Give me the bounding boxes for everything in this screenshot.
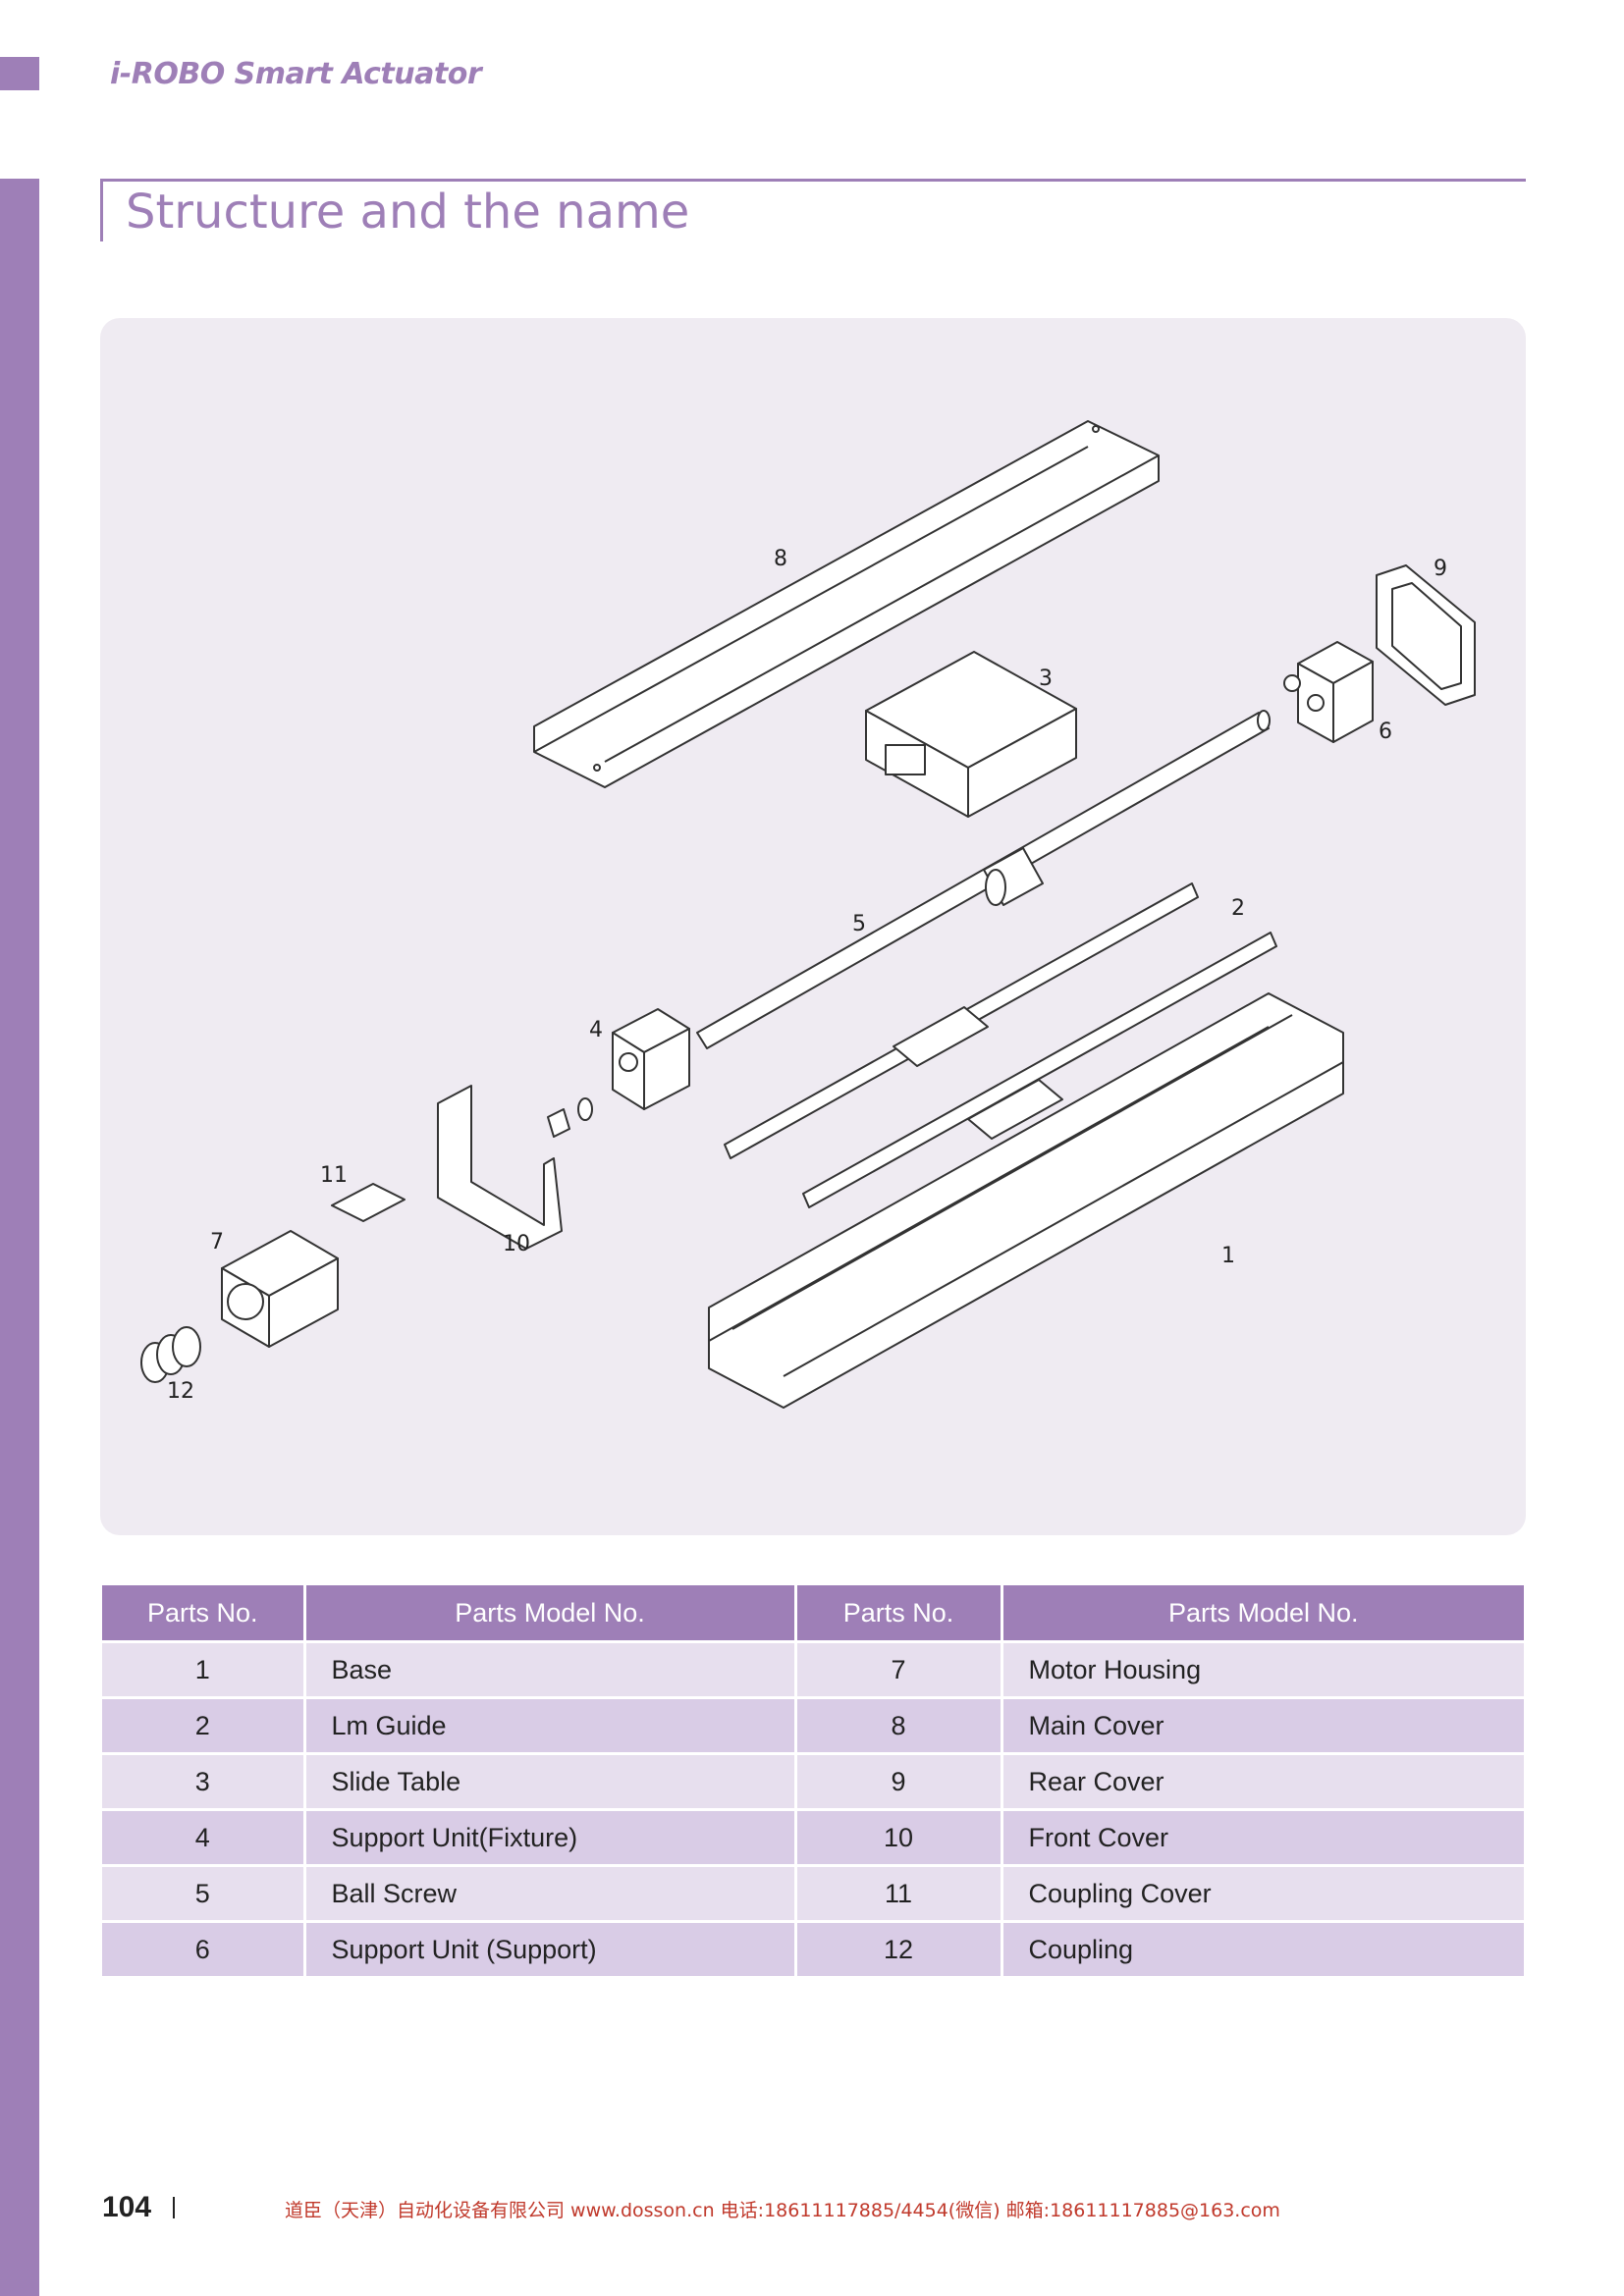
motor-housing-part bbox=[221, 1230, 339, 1348]
header-parts-no: Parts No. bbox=[102, 1585, 304, 1642]
part-no: 5 bbox=[102, 1864, 304, 1922]
header-parts-model: Parts Model No. bbox=[302, 1585, 795, 1642]
slide-table-part bbox=[865, 651, 1077, 818]
part-name: Front Cover bbox=[1000, 1808, 1524, 1866]
table-header-row: Parts No. Parts Model No. Parts No. Part… bbox=[102, 1585, 1524, 1642]
callout-1: 1 bbox=[1221, 1244, 1235, 1268]
front-cover-part bbox=[437, 1085, 563, 1250]
part-no: 9 bbox=[793, 1752, 1001, 1810]
callout-6: 6 bbox=[1379, 720, 1392, 744]
side-bar bbox=[0, 179, 39, 2296]
table-row: 5 Ball Screw 11 Coupling Cover bbox=[102, 1864, 1524, 1922]
part-name: Lm Guide bbox=[302, 1696, 795, 1754]
part-no: 11 bbox=[793, 1864, 1001, 1922]
part-no: 2 bbox=[102, 1696, 304, 1754]
callout-9: 9 bbox=[1434, 557, 1447, 581]
page-number: 104 bbox=[102, 2191, 152, 2223]
part-name: Base bbox=[302, 1640, 795, 1698]
callout-8: 8 bbox=[774, 547, 787, 571]
part-name: Motor Housing bbox=[1000, 1640, 1524, 1698]
coupling-cover-part bbox=[331, 1183, 406, 1222]
support-unit-fixture-part bbox=[612, 1008, 690, 1110]
part-no: 7 bbox=[793, 1640, 1001, 1698]
part-name: Rear Cover bbox=[1000, 1752, 1524, 1810]
part-name: Main Cover bbox=[1000, 1696, 1524, 1754]
bearing-part bbox=[547, 1097, 593, 1138]
ball-screw-part bbox=[696, 710, 1271, 1049]
part-no: 12 bbox=[793, 1920, 1001, 1976]
main-cover-part bbox=[533, 420, 1160, 788]
rear-cover-part bbox=[1376, 564, 1476, 706]
exploded-diagram: 1 2 3 4 5 6 7 8 9 10 11 12 bbox=[100, 318, 1526, 1535]
title-rule bbox=[100, 179, 1526, 182]
table-row: 4 Support Unit(Fixture) 10 Front Cover bbox=[102, 1808, 1524, 1866]
diagram-drawing: 1 2 3 4 5 6 7 8 9 10 11 12 bbox=[140, 420, 1476, 1409]
part-name: Slide Table bbox=[302, 1752, 795, 1810]
part-no: 3 bbox=[102, 1752, 304, 1810]
section-title: Structure and the name bbox=[126, 185, 690, 240]
callout-7: 7 bbox=[210, 1230, 224, 1255]
part-no: 10 bbox=[793, 1808, 1001, 1866]
part-name: Ball Screw bbox=[302, 1864, 795, 1922]
footer-contact: 道臣（天津）自动化设备有限公司 www.dosson.cn 电话:1861111… bbox=[285, 2200, 1280, 2221]
support-unit-support-part bbox=[1283, 641, 1374, 743]
table-row: 3 Slide Table 9 Rear Cover bbox=[102, 1752, 1524, 1810]
part-name: Support Unit (Support) bbox=[302, 1920, 795, 1976]
table-row: 1 Base 7 Motor Housing bbox=[102, 1640, 1524, 1698]
base-part bbox=[708, 992, 1344, 1409]
callout-3: 3 bbox=[1039, 667, 1053, 691]
callout-5: 5 bbox=[852, 912, 866, 936]
callout-10: 10 bbox=[503, 1232, 530, 1256]
header-tab bbox=[0, 57, 39, 90]
callout-11: 11 bbox=[320, 1163, 348, 1188]
title-tick bbox=[100, 179, 103, 241]
callout-4: 4 bbox=[589, 1018, 603, 1042]
header-parts-model-2: Parts Model No. bbox=[1000, 1585, 1524, 1642]
coupling-part bbox=[140, 1326, 201, 1383]
brand-logo: i-ROBO Smart Actuator bbox=[110, 57, 482, 91]
header-parts-no-2: Parts No. bbox=[793, 1585, 1001, 1642]
part-no: 4 bbox=[102, 1808, 304, 1866]
part-name: Coupling bbox=[1000, 1920, 1524, 1976]
callout-2: 2 bbox=[1231, 896, 1245, 921]
part-name: Coupling Cover bbox=[1000, 1864, 1524, 1922]
page-number-separator bbox=[173, 2197, 175, 2218]
part-no: 8 bbox=[793, 1696, 1001, 1754]
table-row: 2 Lm Guide 8 Main Cover bbox=[102, 1696, 1524, 1754]
callout-12: 12 bbox=[167, 1379, 194, 1404]
table-row: 6 Support Unit (Support) 12 Coupling bbox=[102, 1920, 1524, 1976]
lm-guide-part bbox=[724, 882, 1277, 1208]
part-name: Support Unit(Fixture) bbox=[302, 1808, 795, 1866]
parts-table: Parts No. Parts Model No. Parts No. Part… bbox=[102, 1585, 1524, 1976]
part-no: 1 bbox=[102, 1640, 304, 1698]
part-no: 6 bbox=[102, 1920, 304, 1976]
